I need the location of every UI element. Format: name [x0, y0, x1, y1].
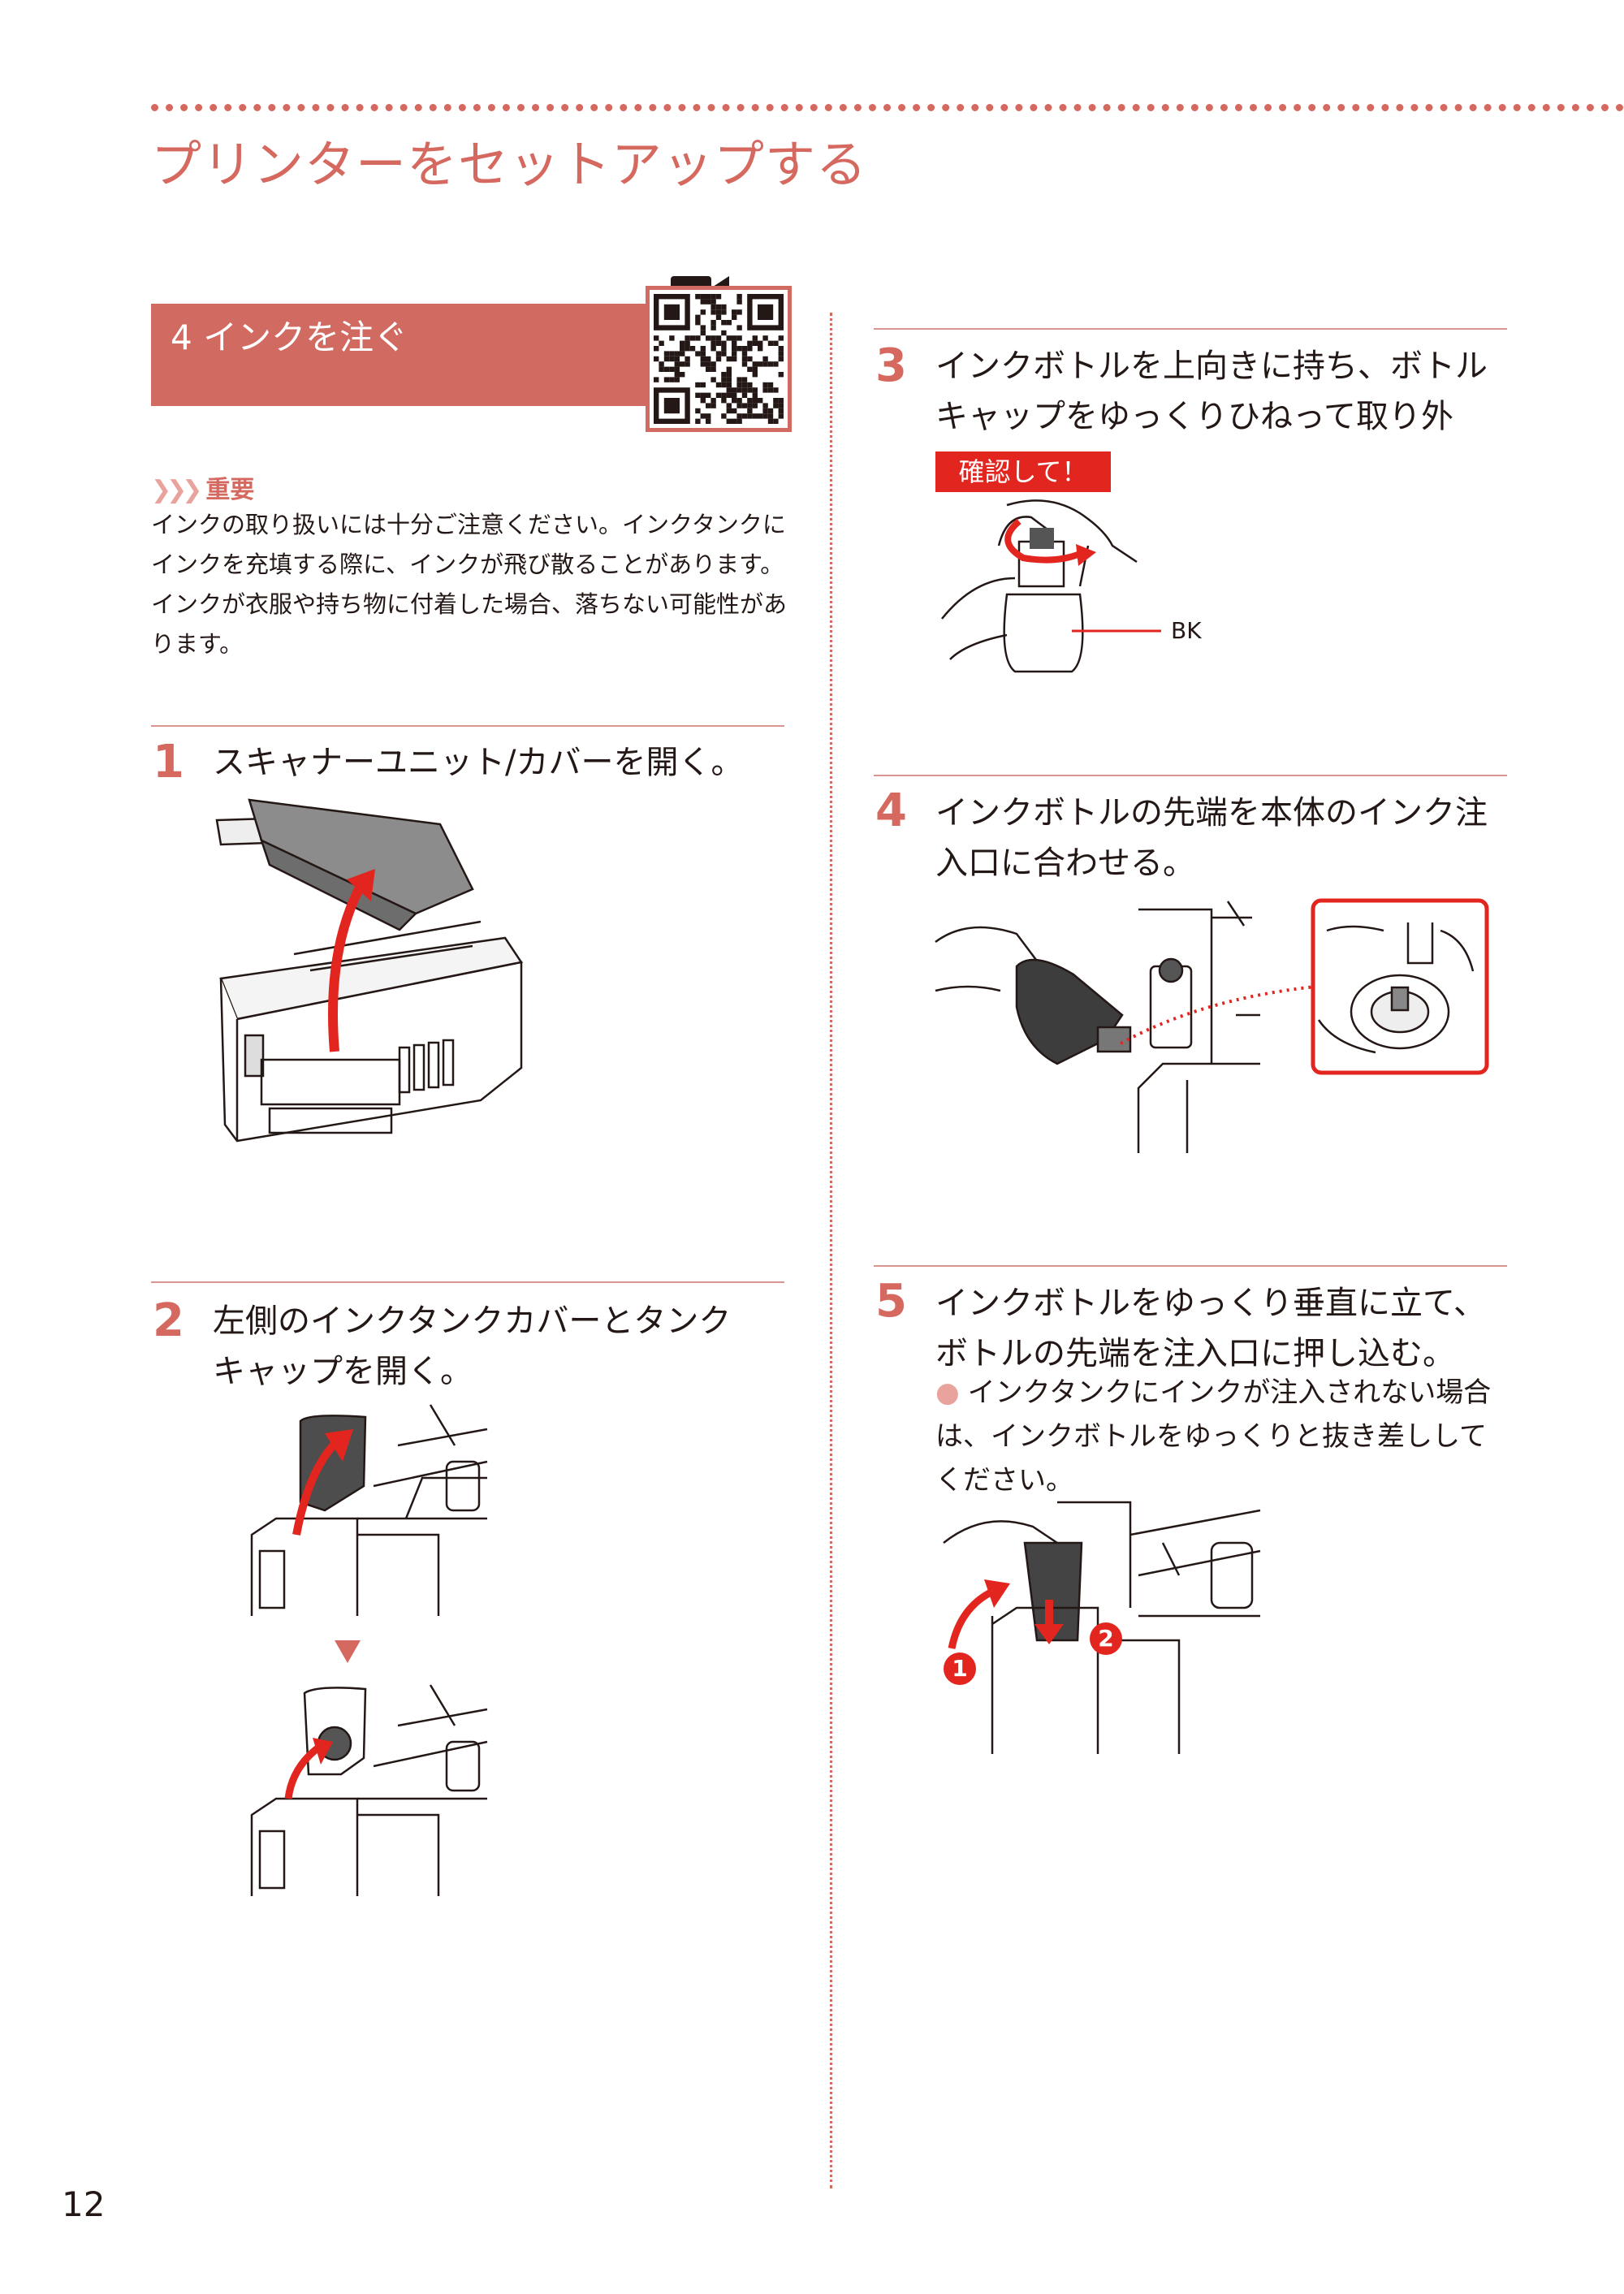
ink-port-zoom-illustration — [1311, 898, 1489, 1075]
important-text: インクの取り扱いには十分ご注意ください。インクタンクにインクを充填する際に、イン… — [151, 511, 788, 658]
step-2-rule — [151, 1281, 784, 1283]
page-title: プリンターをセットアップする — [151, 135, 868, 194]
bullet-icon: ● — [935, 1376, 960, 1409]
column-divider — [830, 313, 832, 2188]
bottle-align-illustration — [935, 901, 1260, 1153]
triangle-down-icon — [335, 1640, 361, 1663]
step-4-rule — [874, 775, 1507, 776]
step-3-number: 3 — [875, 339, 907, 392]
section-title: 4 インクを注ぐ — [171, 318, 408, 357]
tank-cover-open-illustration — [250, 1404, 488, 1616]
bottle-insert-illustration — [943, 1501, 1261, 1754]
qr-code-icon[interactable] — [646, 286, 792, 432]
page-number: 12 — [62, 2184, 106, 2224]
bottle-cap-twist-illustration — [941, 499, 1161, 673]
printer-open-illustration — [215, 798, 524, 1143]
marker-1: 1 — [952, 1655, 968, 1682]
step-5-number: 5 — [875, 1275, 907, 1328]
step-5-text: インクボトルをゆっくり垂直に立て、ボトルの先端を注入口に押し込む。 — [935, 1285, 1486, 1372]
bk-label: BK — [1171, 617, 1202, 644]
step-3-rule — [874, 328, 1507, 330]
confirm-badge: 確認して！ — [935, 451, 1111, 492]
important-label-text: 重要 — [205, 476, 255, 504]
chevron-right-icon: ❯❯❯ — [151, 476, 202, 504]
dotted-zoom-line — [1120, 985, 1316, 1045]
step-4-text: インクボトルの先端を本体のインク注入口に合わせる。 — [935, 794, 1488, 882]
step-5-note: ●インクタンクにインクが注入されない場合は、インクボトルをゆっくりと抜き差しして… — [935, 1371, 1512, 1502]
header-dotted-rule — [151, 104, 1624, 111]
tank-cap-open-illustration — [250, 1684, 488, 1896]
step-2-text: 左側のインクタンクカバーとタンクキャップを開く。 — [213, 1303, 732, 1390]
important-label: ❯❯❯重要 — [151, 469, 254, 505]
step-5-note-text: インクタンクにインクが注入されない場合は、インクボトルをゆっくりと抜き差ししてく… — [935, 1376, 1492, 1497]
step-1-number: 1 — [153, 736, 184, 788]
step-4-number: 4 — [875, 784, 907, 837]
step-1-text: スキャナーユニット/カバーを開く。 — [213, 744, 744, 781]
step-1-rule — [151, 725, 784, 727]
step-2-number: 2 — [153, 1294, 184, 1347]
marker-2: 2 — [1098, 1625, 1114, 1652]
step-5-rule — [874, 1265, 1507, 1267]
